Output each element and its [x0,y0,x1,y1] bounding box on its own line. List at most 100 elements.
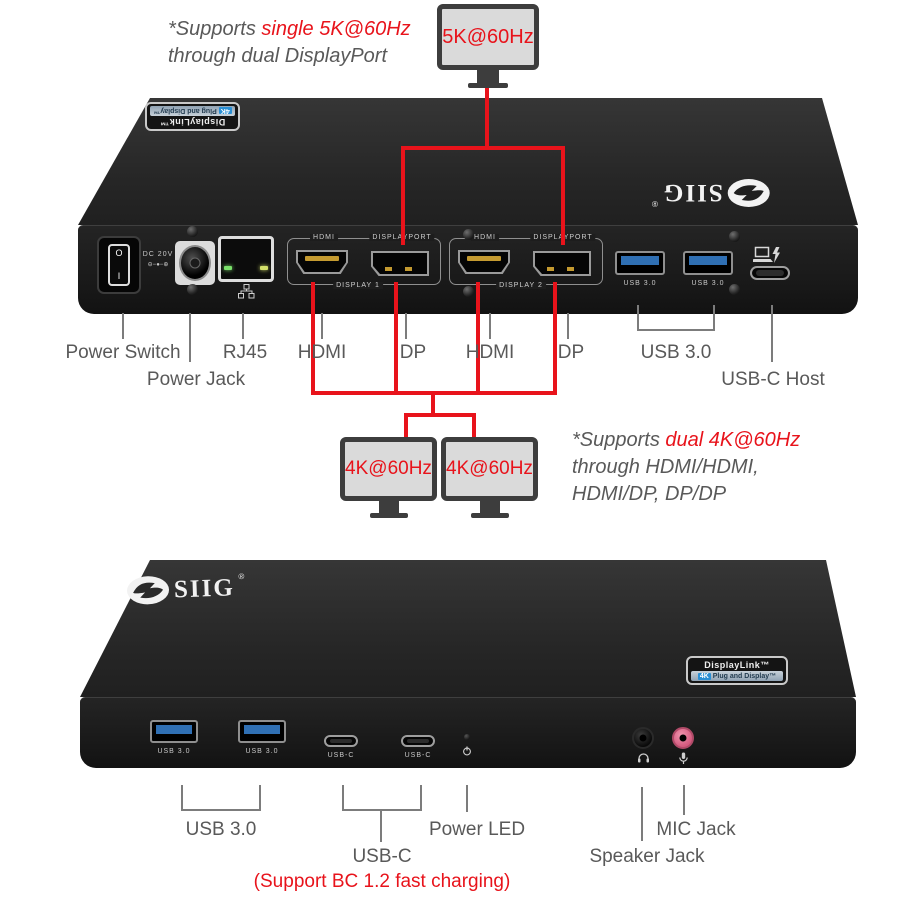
hdmi2-port-label: HDMI [471,234,499,241]
note-5k-highlight: single 5K@60Hz [261,18,411,40]
callout-rj45: RJ45 [222,342,268,363]
badge-plug-display-label: Plug and Display™ [712,672,777,680]
monitor-base [468,83,508,88]
callout-power-jack: Power Jack [146,369,246,390]
dp2-contact-b [567,267,574,271]
red-connector-mid-stem [431,395,435,413]
monitor-4k-right: 4K@60Hz [441,437,538,518]
ethernet-network-icon [238,284,255,299]
rear-usb3-label-2: USB 3.0 [691,280,725,287]
callout-dp2: DP [557,342,585,363]
displaylink-badge: DisplayLink™ 4K Plug and Display™ [686,656,788,685]
dc-polarity-icon: ⊖−●−⊕ [147,262,169,268]
callout-hdmi1: HDMI [297,342,347,363]
note-5k-support: *Supports single 5K@60Hz through dual Di… [168,16,411,70]
siig-circle-icon [127,576,170,605]
callout-bracket-usb-right [713,305,715,331]
dp1-contact-a [385,267,392,271]
callout-line-hdmi2 [489,313,491,339]
siig-logo: SIIG ® [126,572,246,606]
registered-mark: ® [652,199,658,208]
siig-wordmark: SIIG [173,573,236,603]
rj45-led-yellow [260,266,268,270]
rj45-port [218,236,274,282]
siig-wordmark: SIIG [661,179,723,207]
monitor-4k-right-screen: 4K@60Hz [441,437,538,501]
dc-20v-label: DC 20V [142,251,174,258]
hdmi1-port [296,250,348,274]
displayport2-port [533,251,591,276]
monitor-4k-right-label: 4K@60Hz [446,458,533,479]
displaylink-4k-bar: 4K Plug and Display™ [691,671,783,681]
callout-line-dp1 [405,313,407,339]
mic-jack-hole [679,734,687,742]
siig-logo: SIIG ® [652,178,771,208]
red-connector-bracket-horizontal [404,413,476,417]
front-usb3-port-1 [150,720,198,743]
callout-front-usb3: USB 3.0 [185,819,257,840]
callout-line-power-led [466,785,468,812]
displaylink-badge: DisplayLink™ 4K Plug and Display™ [145,102,240,131]
red-connector-dp2-down [561,150,565,245]
callout-bracket-usbc-right [420,785,422,811]
front-usbc-label-1: USB-C [327,752,355,759]
front-usb3-label-1: USB 3.0 [157,748,191,755]
power-jack-pin [189,257,201,269]
rear-usb3-port-1 [615,251,665,275]
hdmi2-cavity [460,252,508,272]
power-led [464,734,470,740]
usb-blue-tongue [689,256,727,265]
callout-usbc-charging-note: (Support BC 1.2 fast charging) [253,871,511,892]
mic-jack [672,727,694,749]
red-connector-hdmi2 [476,282,480,391]
screw-icon [463,229,474,240]
screw-icon [463,286,474,297]
badge-plug-display-label: Plug and Display™ [153,107,217,115]
callout-line-power-jack [189,313,191,362]
usbc-slot [407,739,429,743]
callout-usbc-host: USB-C Host [721,369,825,390]
red-connector-bracket-right [472,417,476,439]
note-5k-prefix: *Supports [168,18,262,40]
screw-icon [187,226,198,237]
usb-blue-tongue [621,256,659,265]
speaker-jack [632,727,654,749]
dp2-contact-a [547,267,554,271]
hdmi2-port [458,250,510,274]
red-connector-5k-stem [485,86,489,146]
monitor-4k-left-label: 4K@60Hz [345,458,432,479]
callout-speaker-jack: Speaker Jack [589,846,705,867]
note-4k-line3: HDMI/DP, DP/DP [572,483,727,505]
monitor-5k-label: 5K@60Hz [442,25,534,48]
red-connector-bracket-left [404,417,408,439]
callout-bracket-usbc-bottom [342,809,422,811]
registered-mark: ® [238,571,245,582]
red-connector-hdmi1 [311,282,315,391]
callout-line-speaker [641,787,643,841]
display1-group-label: DISPLAY 1 [333,282,383,289]
monitor-base [369,513,408,518]
displayport1-port [371,251,429,276]
hdmi1-port-label: HDMI [310,234,338,241]
hdmi2-contacts [467,256,501,261]
note-4k-support: *Supports dual 4K@60Hz through HDMI/HDMI… [572,427,800,508]
speaker-jack-hole [639,734,647,742]
rear-usb3-port-2 [683,251,733,275]
callout-bracket-usb-bottom [637,329,715,331]
headphone-icon [638,753,649,763]
usbc-slot [756,270,784,276]
power-rocker: O I [108,244,130,286]
rj45-led-green [224,266,232,270]
monitor-5k-screen: 5K@60Hz [437,4,539,70]
callout-line-dp2 [567,313,569,339]
callout-usb3: USB 3.0 [640,342,712,363]
callout-line-power-switch [122,313,124,339]
note-4k-line2: through HDMI/HDMI, [572,456,759,478]
screw-icon [187,284,198,295]
callout-bracket-usb-left [637,305,639,331]
hdmi1-contacts [305,256,339,261]
monitor-5k: 5K@60Hz [437,4,539,88]
dp2-cavity [535,253,589,274]
usb-blue-tongue [244,725,280,734]
